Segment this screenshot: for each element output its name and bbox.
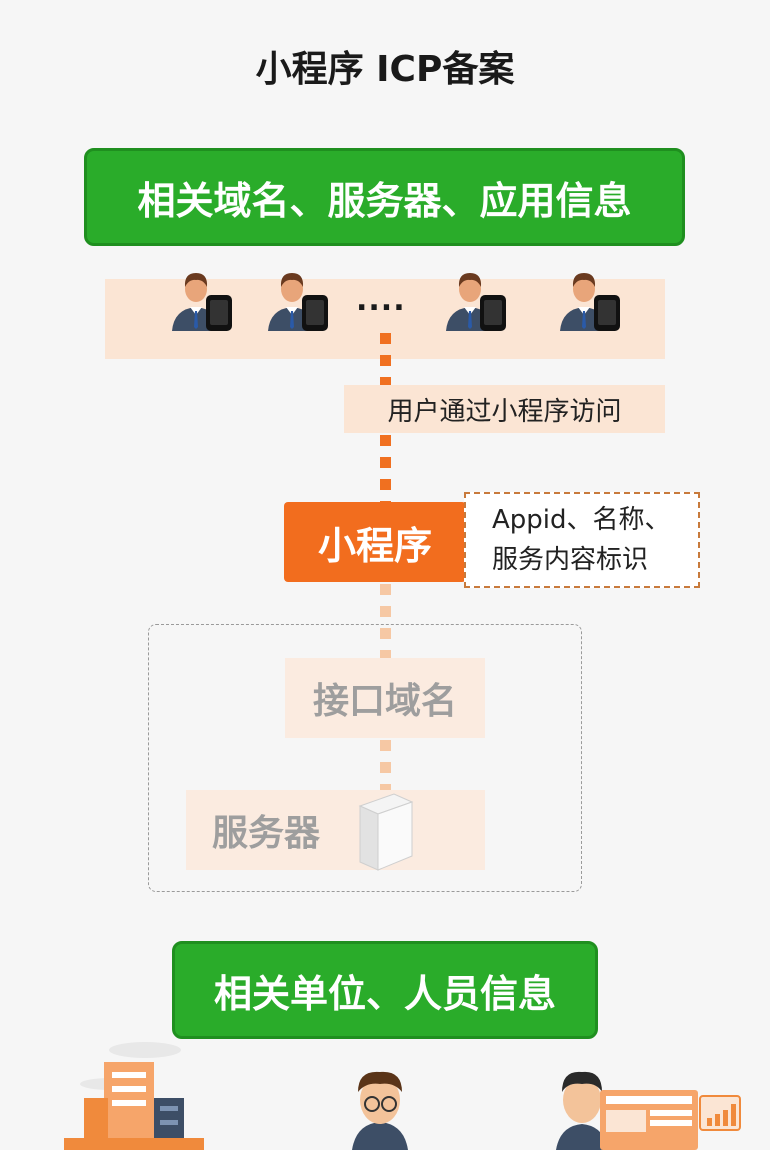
user-with-phone-icon bbox=[446, 273, 506, 331]
server-icon bbox=[358, 793, 414, 871]
connector-label-to-miniprogram bbox=[380, 435, 391, 502]
server-label: 服务器 bbox=[212, 813, 321, 854]
person-with-laptop-icon bbox=[556, 1071, 698, 1150]
backend-group-frame bbox=[148, 624, 582, 892]
unit-personnel-info-banner: 相关单位、人员信息 bbox=[172, 941, 598, 1039]
mini-program-box: 小程序 bbox=[284, 502, 466, 582]
domain-server-app-info-banner: 相关域名、服务器、应用信息 bbox=[84, 148, 685, 246]
bar-chart-icon bbox=[699, 1095, 741, 1131]
user-with-phone-icon bbox=[172, 273, 232, 331]
connector-interface-to-server bbox=[380, 740, 391, 792]
access-via-miniprogram-label: 用户通过小程序访问 bbox=[344, 385, 665, 433]
person-with-glasses-icon bbox=[352, 1071, 408, 1150]
page-title: 小程序 ICP备案 bbox=[255, 49, 515, 90]
interface-domain-box: 接口域名 bbox=[285, 658, 485, 738]
appid-note-line1: Appid、名称、 bbox=[492, 505, 671, 535]
appid-note-line2: 服务内容标识 bbox=[492, 545, 649, 575]
user-with-phone-icon bbox=[268, 273, 328, 331]
appid-info-note: Appid、名称、 服务内容标识 bbox=[464, 492, 700, 588]
connector-users-to-label bbox=[380, 333, 391, 385]
server-box: 服务器 bbox=[186, 790, 485, 870]
connector-miniprogram-to-interface bbox=[380, 584, 391, 658]
more-users-ellipsis: .... bbox=[356, 283, 406, 318]
bottom-illustration bbox=[64, 1042, 741, 1150]
user-with-phone-icon bbox=[560, 273, 620, 331]
office-building-icon bbox=[64, 1042, 204, 1150]
